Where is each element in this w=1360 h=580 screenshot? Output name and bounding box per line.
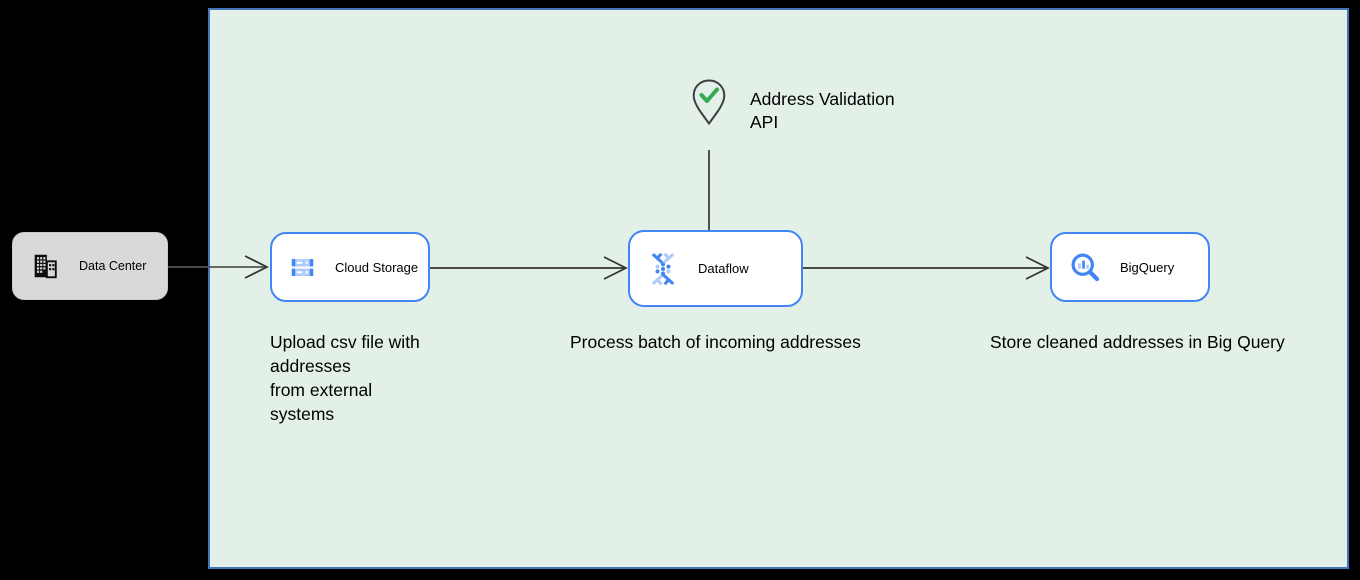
node-label: Cloud Storage xyxy=(335,259,419,275)
cloud-storage-icon xyxy=(289,254,316,281)
node-dataflow[interactable]: Dataflow xyxy=(628,230,803,307)
annotation-address-validation-api: Address Validation API xyxy=(750,89,895,132)
node-label: Data Center xyxy=(79,259,147,273)
caption-upload-csv: Upload csv file with addresses from exte… xyxy=(270,332,420,424)
node-data-center[interactable]: Data Center xyxy=(12,232,168,300)
node-bigquery[interactable]: BigQuery xyxy=(1050,232,1210,302)
map-pin-check-icon xyxy=(692,79,726,133)
building-icon xyxy=(30,251,60,281)
node-cloud-storage[interactable]: Cloud Storage xyxy=(270,232,430,302)
node-label: Dataflow xyxy=(698,261,749,276)
dataflow-icon xyxy=(647,252,679,285)
bigquery-icon xyxy=(1069,251,1101,283)
caption-store-cleaned: Store cleaned addresses in Big Query xyxy=(990,332,1285,352)
caption-process-batch: Process batch of incoming addresses xyxy=(570,332,861,352)
node-label: BigQuery xyxy=(1120,259,1175,275)
